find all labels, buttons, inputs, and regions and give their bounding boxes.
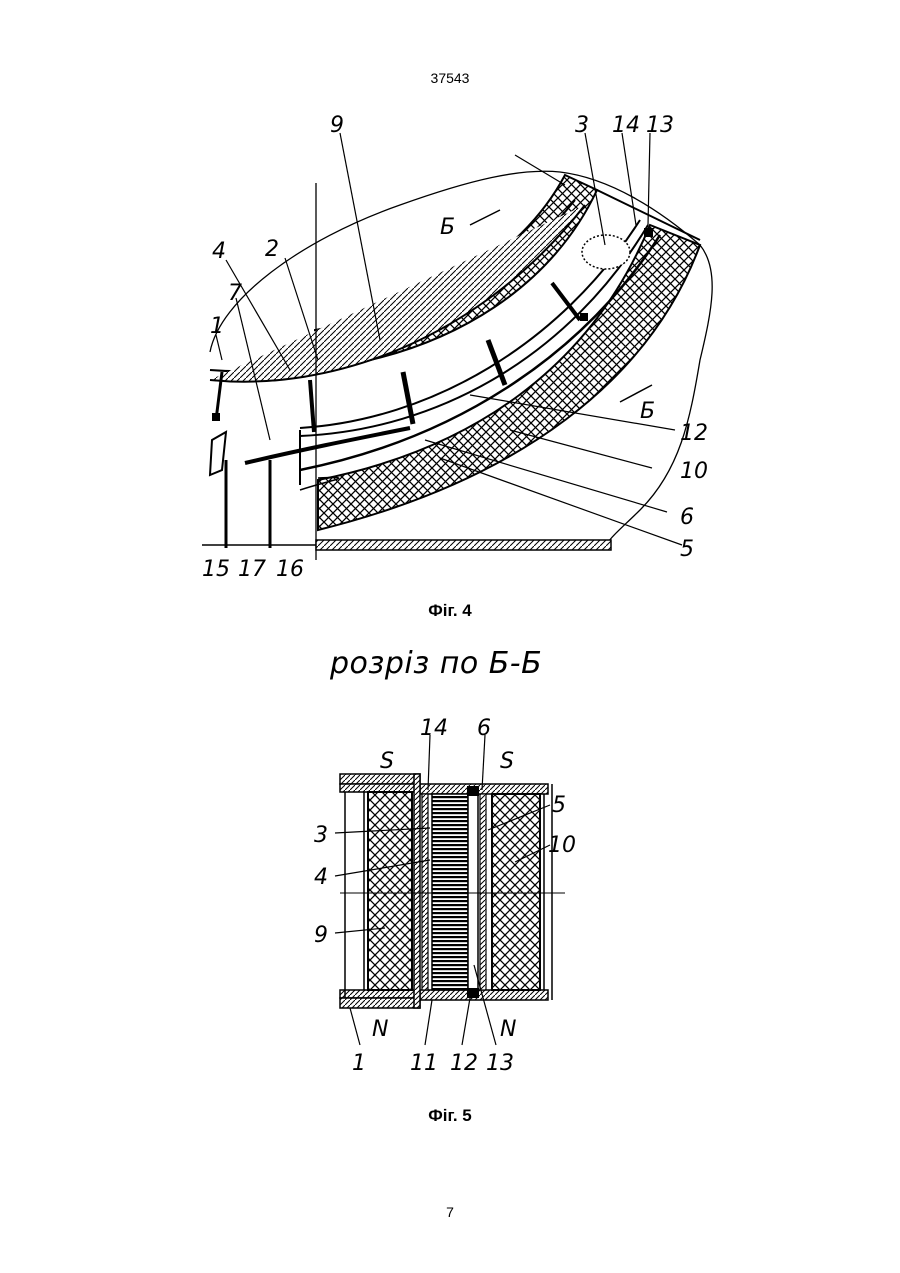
fig5-label-9: 9 [314, 923, 328, 948]
fig5-label-s-left: S [380, 749, 394, 774]
fig4-label-5: 5 [680, 537, 694, 562]
fig4-label-10: 10 [680, 459, 708, 484]
fig5-label-5: 5 [552, 793, 566, 818]
fig5-label-12: 12 [450, 1051, 478, 1076]
section-mark-bottom: Б [640, 399, 655, 424]
fig5-label-3: 3 [314, 823, 328, 848]
fig4-label-2: 2 [265, 237, 279, 262]
fig4-label-1: 1 [210, 314, 224, 339]
fig4-label-9: 9 [330, 113, 344, 138]
fig5-label-14: 14 [420, 716, 448, 741]
fig4-label-15: 15 [202, 557, 230, 582]
fig4-label-6: 6 [680, 505, 694, 530]
fig5-label-6: 6 [477, 716, 491, 741]
fig4-label-14: 14 [612, 113, 640, 138]
fig4-label-7: 7 [228, 281, 242, 306]
fig4-label-3: 3 [575, 113, 589, 138]
fig4-label-12: 12 [680, 421, 708, 446]
figure-5-caption: Фіг. 5 [0, 1106, 900, 1126]
fig5-label-4: 4 [314, 865, 328, 890]
section-title: розріз по Б-Б [330, 646, 542, 681]
page-number: 7 [0, 1204, 900, 1220]
fig5-label-1: 1 [352, 1051, 366, 1076]
fig5-label-n-left: N [372, 1017, 388, 1042]
figure-4-drawing: 9 3 14 13 4 2 7 1 12 10 6 5 15 17 16 Б Б [0, 0, 900, 600]
fig5-label-13: 13 [486, 1051, 514, 1076]
fig5-label-10: 10 [548, 833, 576, 858]
fig4-label-13: 13 [646, 113, 674, 138]
fig4-label-4: 4 [212, 239, 226, 264]
figure-5-drawing: 14 6 S S 3 4 9 5 10 N N 1 11 12 13 [0, 700, 900, 1100]
fig5-label-11: 11 [410, 1051, 438, 1076]
figure-4-caption: Фіг. 4 [0, 601, 900, 621]
fig4-label-16: 16 [276, 557, 304, 582]
fig5-label-s-right: S [500, 749, 514, 774]
fig4-label-17: 17 [238, 557, 266, 582]
section-mark-top: Б [440, 215, 455, 240]
fig5-label-n-right: N [500, 1017, 516, 1042]
